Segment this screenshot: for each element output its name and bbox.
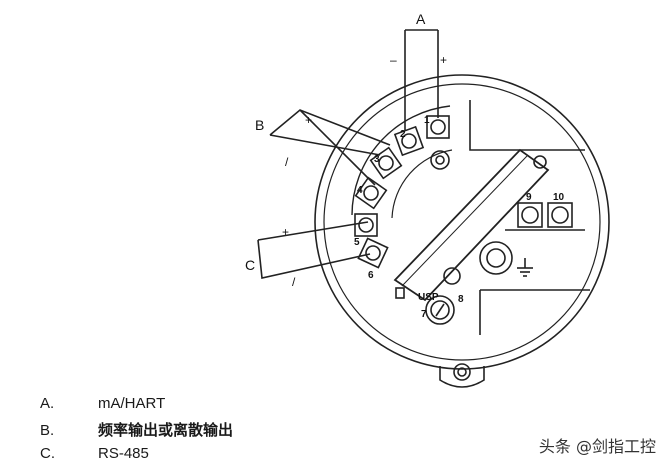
cover-bracket — [393, 148, 550, 302]
legend-key-c: C. — [40, 445, 55, 462]
housing-inner-ring — [323, 83, 601, 361]
label-a: A — [416, 11, 426, 27]
legend-item-b: B. 频率输出或离散输出 — [40, 419, 233, 440]
ground-screw-top — [430, 150, 450, 170]
a-minus-sign: – — [390, 53, 397, 67]
terminal-number-8: 8 — [458, 294, 464, 305]
terminal-number-7: 7 — [421, 309, 427, 320]
terminal-5 — [354, 213, 378, 237]
c-minus-sign: / — [292, 275, 296, 289]
legend-key-b: B. — [40, 422, 55, 439]
terminal-2 — [393, 125, 425, 157]
terminal-arc-inner — [391, 149, 453, 219]
terminal-1 — [426, 115, 450, 139]
b-minus-sign: / — [285, 155, 289, 169]
label-b: B — [255, 117, 264, 133]
a-plus-sign: + — [440, 53, 447, 67]
terminal-number-2: 2 — [400, 129, 406, 140]
wire-c-plus — [257, 221, 369, 241]
wire-b-plus — [269, 134, 381, 156]
c-plus-sign: + — [282, 225, 289, 239]
terminal-number-10: 10 — [553, 192, 565, 203]
watermark: 头条 @剑指工控 — [538, 437, 656, 456]
compartment-top — [469, 100, 520, 151]
small-screw — [443, 267, 461, 285]
usp-switch — [425, 295, 455, 325]
legend-value-b: 频率输出或离散输出 — [98, 421, 234, 439]
terminal-number-1: 1 — [424, 115, 430, 126]
mounting-tab — [439, 366, 485, 388]
wire-b-minus — [299, 109, 376, 186]
ground-stud — [479, 241, 513, 275]
legend-item-c: C. RS-485 — [40, 444, 149, 462]
terminal-number-3: 3 — [374, 154, 380, 165]
housing-outer-ring — [314, 74, 610, 370]
terminal-number-9: 9 — [526, 192, 532, 203]
terminal-number-6: 6 — [368, 270, 374, 281]
legend-value-a: mA/HART — [98, 395, 166, 412]
mounting-hole — [453, 363, 471, 381]
bracket-screw — [533, 155, 547, 169]
terminal-6 — [357, 237, 389, 269]
terminal-3 — [369, 146, 403, 180]
usp-label: USP — [418, 292, 439, 303]
terminal-4 — [354, 176, 388, 210]
ground-symbol — [517, 258, 533, 277]
legend-value-c: RS-485 — [98, 445, 149, 462]
legend-key-a: A. — [40, 395, 55, 412]
b-plus-sign: + — [305, 113, 312, 127]
terminal-number-5: 5 — [354, 237, 360, 248]
terminal-10 — [547, 202, 573, 228]
terminal-9 — [517, 202, 543, 228]
label-c: C — [245, 257, 255, 273]
legend-item-a: A. mA/HART — [40, 394, 165, 412]
wire-c-minus — [257, 239, 371, 279]
terminal-number-4: 4 — [357, 185, 363, 196]
